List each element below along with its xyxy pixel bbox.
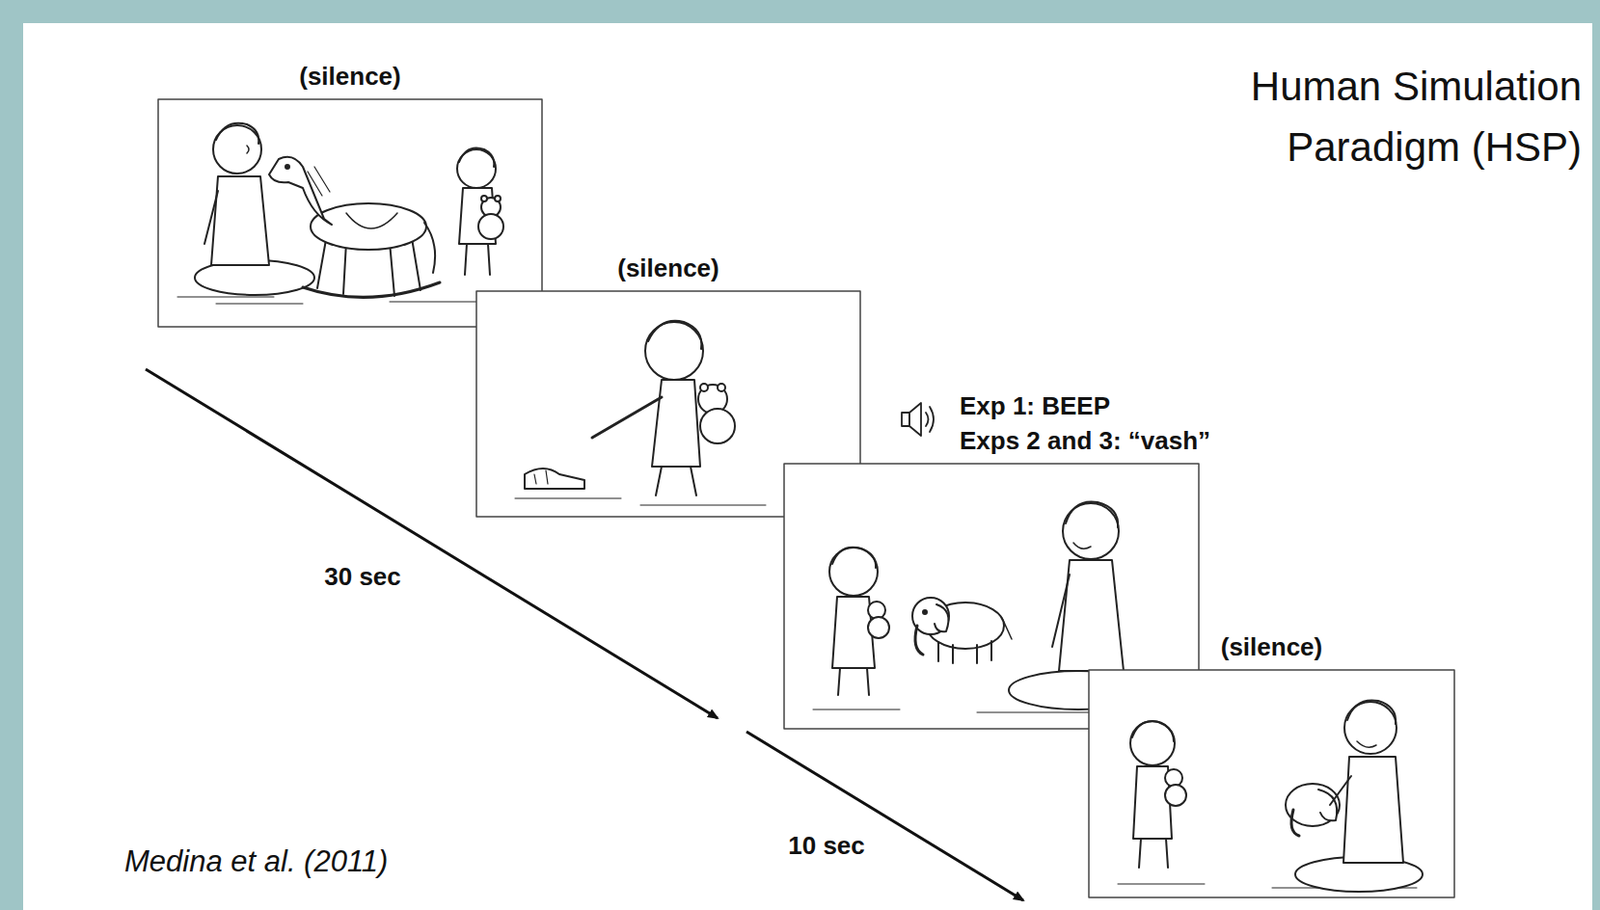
speaker-icon xyxy=(901,403,934,436)
scene-4 xyxy=(1088,670,1455,898)
picture-panel: (silence) xyxy=(1088,670,1455,898)
title: Human Simulation Paradigm (HSP) xyxy=(1234,55,1582,178)
time-label: 30 sec xyxy=(324,562,402,593)
panel-heading: (silence) xyxy=(476,250,861,286)
time-label: 10 sec xyxy=(787,831,866,862)
picture-panel: (silence) xyxy=(476,291,861,517)
panel-heading: (silence) xyxy=(158,58,543,94)
title-box: Human Simulation Paradigm (HSP) xyxy=(1099,55,1582,178)
panel-label-line: Exps 2 and 3: “vash” xyxy=(959,423,1211,459)
panel-label: (silence) xyxy=(476,250,861,286)
time-label-box: 30 sec xyxy=(324,562,402,593)
panel-heading: Exp 1: BEEPExps 2 and 3: “vash” xyxy=(959,388,1211,459)
time-label-box: 10 sec xyxy=(787,831,866,862)
picture-panel: (silence) xyxy=(158,99,543,327)
citation-box: Medina et al. (2011) xyxy=(124,843,388,880)
panel-label: (silence) xyxy=(1088,629,1455,665)
picture-panel: Exp 1: BEEPExps 2 and 3: “vash” xyxy=(784,463,1199,730)
panel-label: Exp 1: BEEP xyxy=(959,388,1211,424)
panel-label: (silence) xyxy=(158,58,543,94)
panel-heading: (silence) xyxy=(1088,629,1455,665)
citation: Medina et al. (2011) xyxy=(124,843,388,880)
